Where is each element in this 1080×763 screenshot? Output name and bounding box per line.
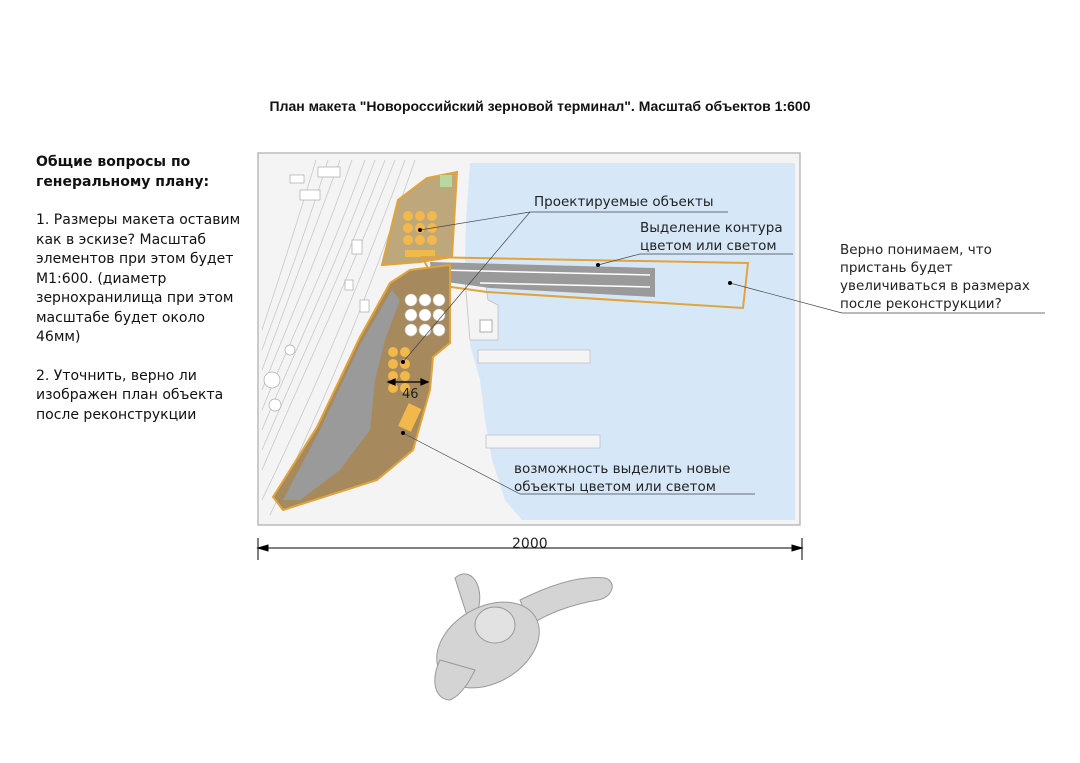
south-concrete: [283, 290, 400, 500]
label-contour-2: цветом или светом: [640, 238, 777, 254]
railway-lines: [261, 159, 416, 516]
label-new-objects-2: объекты цветом или светом: [514, 479, 716, 495]
label-pier-question-1: Верно понимаем, что: [840, 242, 992, 258]
south-silos: [388, 347, 422, 432]
green-area: [440, 175, 452, 187]
person-figure: [434, 573, 613, 701]
label-contour-1: Выделение контура: [640, 220, 783, 236]
quay-building: [479, 319, 493, 333]
general-questions: Общие вопросы по генеральному плану: 1. …: [36, 153, 251, 444]
label-pier-question-4: после реконструкции?: [840, 296, 1002, 312]
silo-dimension: [386, 378, 430, 386]
leader-lines: [402, 211, 1045, 495]
leader-dots: [401, 228, 732, 435]
water-area: [465, 163, 795, 520]
label-new-objects-1: возможность выделить новые: [514, 461, 731, 477]
label-pier-question-3: увеличиваться в размерах: [840, 278, 1030, 294]
pier-conveyors: [439, 269, 651, 288]
questions-heading: Общие вопросы по генеральному плану:: [36, 154, 210, 190]
label-designed-objects: Проектируемые объекты: [534, 194, 714, 210]
width-dimension: [256, 538, 804, 560]
white-silos: [404, 293, 446, 337]
page-title: План макета "Новороссийский зерновой тер…: [269, 98, 811, 114]
question-1: 1. Размеры макета оставим как в эскизе? …: [36, 212, 241, 345]
question-2: 2. Уточнить, верно ли изображен план объ…: [36, 367, 224, 423]
label-silo-diameter: 46: [402, 387, 419, 402]
label-pier-question-2: пристань будет: [840, 260, 953, 276]
label-width: 2000: [512, 536, 548, 552]
